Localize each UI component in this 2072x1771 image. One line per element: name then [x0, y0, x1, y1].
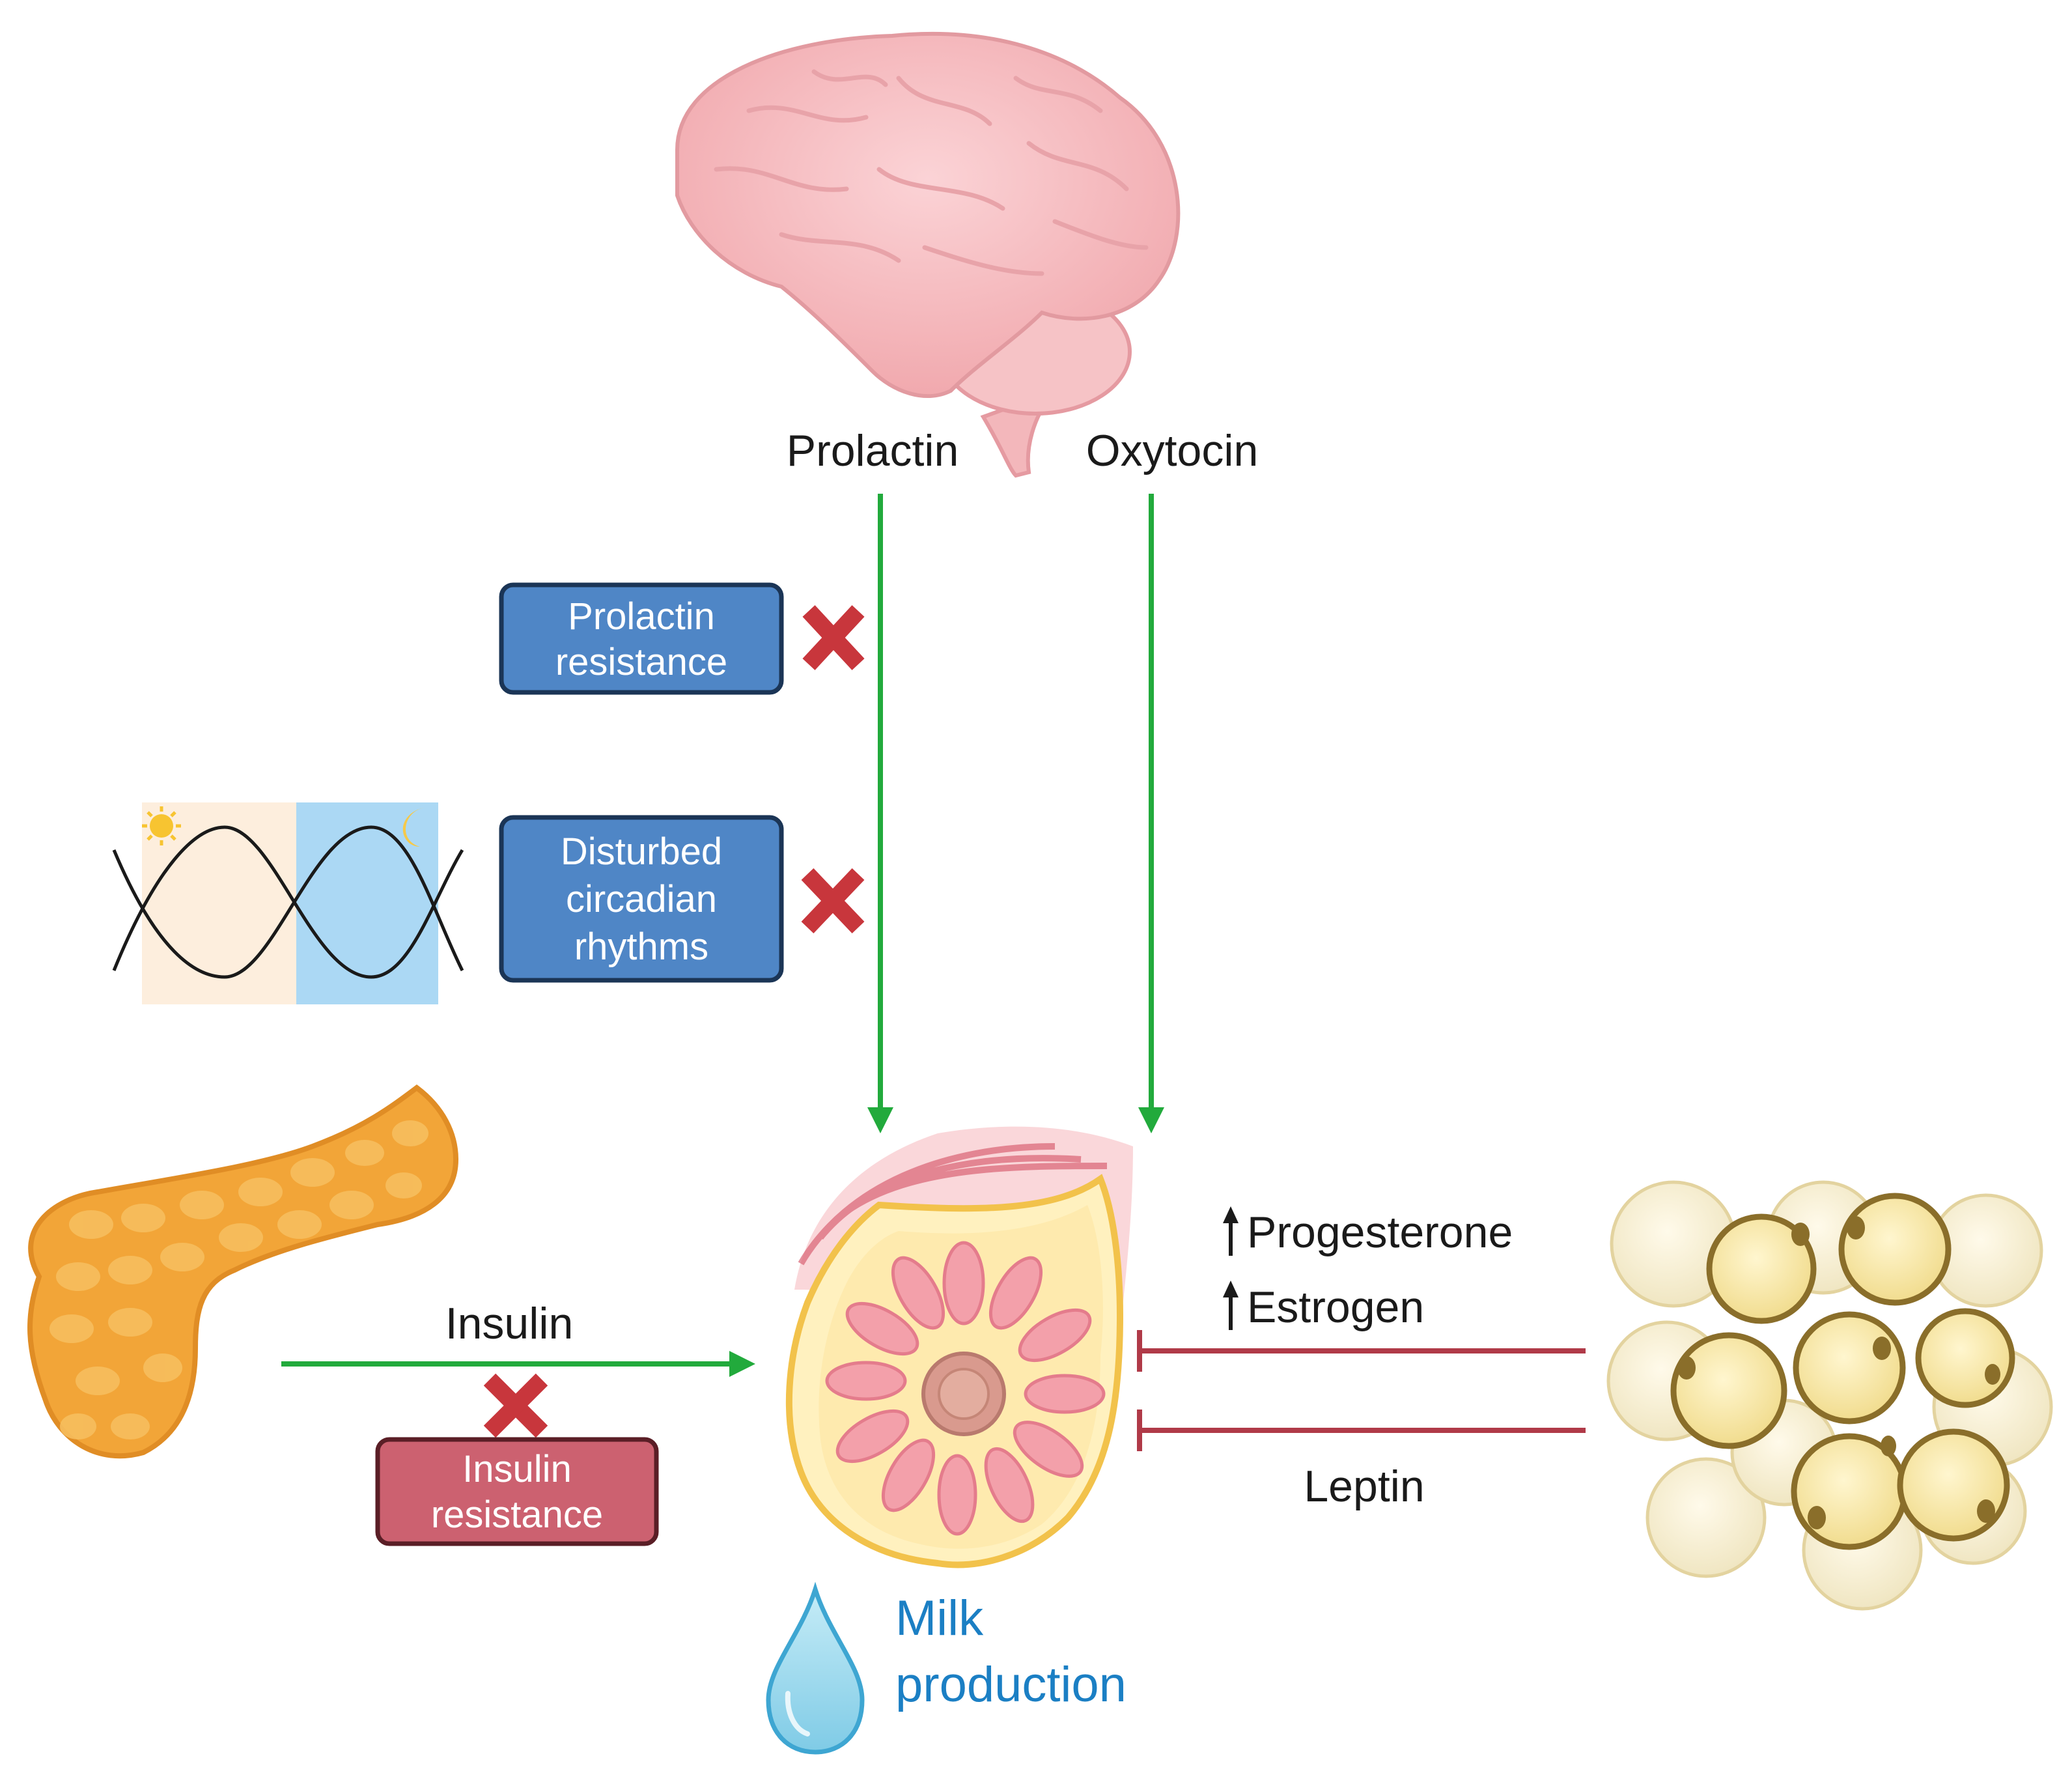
adipose-cells-icon	[1606, 1180, 2053, 1611]
pancreas-icon	[27, 1084, 459, 1459]
insulin-resistance-line1: Insulin	[462, 1448, 572, 1490]
mammary-gland-icon	[785, 1126, 1133, 1568]
prolactin-label: Prolactin	[787, 426, 959, 475]
leptin-inhibition-line	[1137, 1410, 1586, 1451]
leptin-label: Leptin	[1304, 1462, 1424, 1511]
insulin-label: Insulin	[445, 1299, 574, 1348]
day-night-wave-icon	[112, 802, 464, 1004]
insulin-resistance-line2: resistance	[431, 1494, 603, 1536]
insulin-resistance-box: Insulin resistance	[375, 1437, 659, 1546]
block-x-icon	[802, 605, 865, 670]
block-x-icon	[801, 868, 865, 933]
milk-production-line2: production	[895, 1657, 1127, 1712]
prolactin-resistance-line1: Prolactin	[568, 595, 715, 638]
block-x-icon	[483, 1373, 548, 1438]
oxytocin-label: Oxytocin	[1086, 426, 1259, 475]
circadian-line3: rhythms	[574, 926, 708, 968]
estrogen-label: Estrogen	[1247, 1282, 1424, 1332]
up-arrow-icon	[1223, 1281, 1239, 1330]
prolactin-resistance-box: Prolactin resistance	[499, 582, 784, 695]
sun-icon	[150, 814, 173, 838]
circadian-box: Disturbed circadian rhythms	[499, 815, 784, 983]
milk-production-line1: Milk	[895, 1591, 984, 1646]
brain-icon	[675, 31, 1181, 478]
estrogen-inhibition-line	[1137, 1330, 1586, 1372]
lobules	[825, 1241, 1106, 1536]
circadian-line2: circadian	[566, 878, 717, 920]
circadian-line1: Disturbed	[561, 830, 722, 873]
progesterone-label: Progesterone	[1247, 1208, 1513, 1257]
moon-icon	[402, 808, 425, 847]
milk-drop-icon	[766, 1581, 865, 1755]
prolactin-resistance-line2: resistance	[555, 641, 727, 683]
up-arrow-icon	[1223, 1206, 1239, 1256]
